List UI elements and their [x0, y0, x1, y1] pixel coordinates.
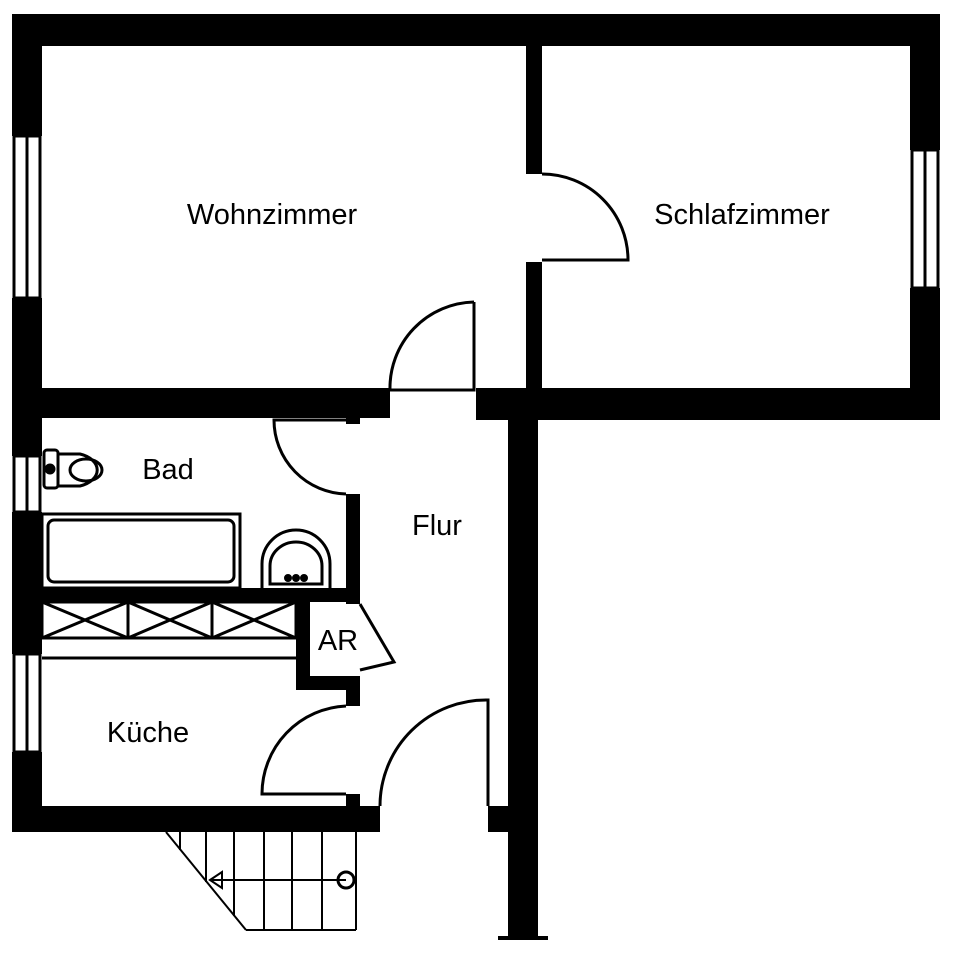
toilet-icon: [42, 448, 104, 490]
door-kueche: [260, 704, 347, 796]
staircase: [165, 831, 357, 931]
bathtub: [40, 512, 242, 590]
door-wohnzimmer: [388, 300, 476, 392]
wall-kueche-flur: [346, 676, 360, 706]
label-schlafzimmer: Schlafzimmer: [654, 199, 830, 231]
wall-bottom-stub: [346, 794, 360, 810]
wall-mid-1: [526, 14, 542, 174]
wall-ar-left: [296, 596, 310, 690]
wall-left-3: [12, 512, 42, 654]
wall-right-1: [910, 14, 940, 150]
wall-ar-right-top: [346, 590, 360, 604]
wall-ar-bottom: [296, 676, 358, 690]
wall-bad-bottom: [12, 588, 358, 602]
label-ar: AR: [318, 625, 358, 657]
door-schlafzimmer: [541, 172, 630, 262]
door-bad: [272, 418, 347, 496]
door-ar: [358, 603, 397, 672]
windows: [12, 134, 940, 754]
wall-left-1: [12, 14, 42, 136]
label-kueche: Küche: [107, 717, 189, 749]
wall-h-1: [12, 388, 390, 418]
kitchen-counter: [40, 600, 298, 660]
wall-bottom: [12, 806, 380, 832]
label-flur: Flur: [412, 510, 462, 542]
doors: [260, 172, 630, 807]
window-wohnzimmer: [12, 134, 42, 300]
wall-mid-2: [526, 262, 542, 412]
wall-flur-right: [508, 388, 538, 940]
walls: [12, 14, 940, 940]
label-wohnzimmer: Wohnzimmer: [187, 199, 358, 231]
door-entrance: [378, 698, 490, 807]
wall-bad-flur-1: [346, 410, 360, 424]
room-labels: Wohnzimmer Schlafzimmer Bad Flur AR Küch…: [107, 199, 830, 749]
wall-left-2: [12, 298, 42, 456]
wall-base: [498, 936, 548, 940]
wall-top: [12, 14, 940, 46]
wall-h-2: [476, 388, 940, 420]
window-schlafzimmer: [910, 148, 940, 290]
window-kueche: [12, 652, 42, 754]
window-bad: [12, 454, 42, 514]
label-bad: Bad: [142, 454, 194, 486]
washbasin-icon: [260, 528, 332, 588]
wall-bad-flur-2: [346, 494, 360, 592]
wall-flur-right-bottom: [488, 806, 528, 832]
